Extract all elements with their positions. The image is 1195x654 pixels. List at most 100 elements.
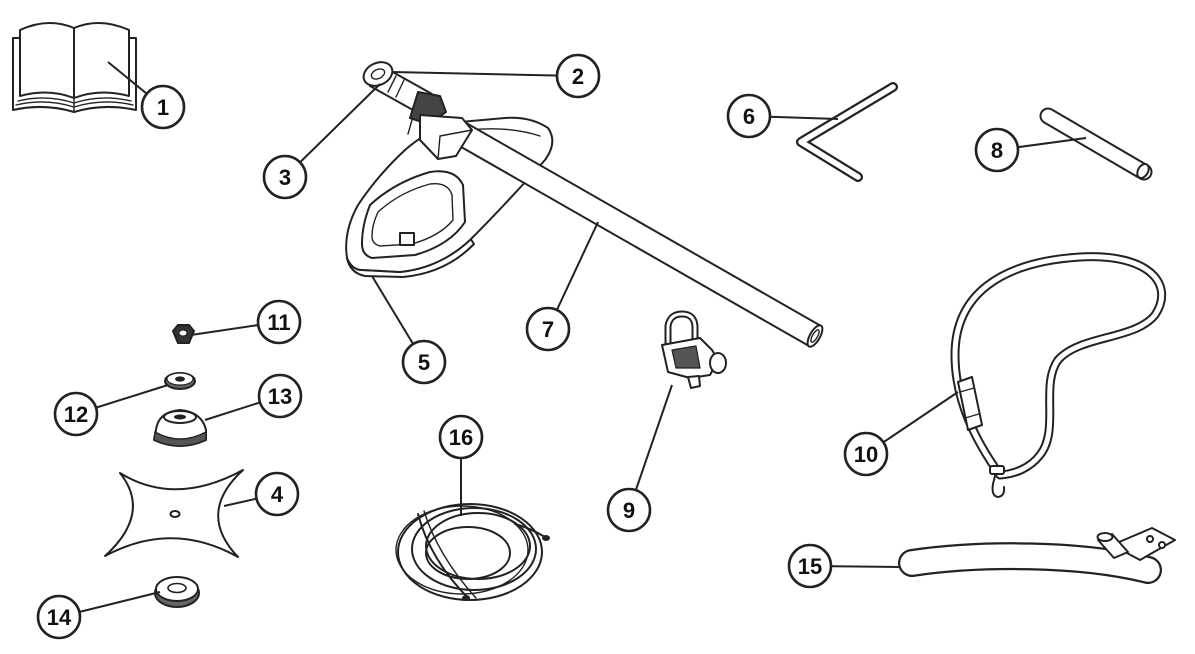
callout-label: 15 xyxy=(798,554,822,579)
callout-2: 2 xyxy=(555,53,601,99)
strap-clip xyxy=(661,310,727,389)
cup-hole xyxy=(174,414,186,420)
handle-pin-cap xyxy=(1096,532,1114,542)
callout-9: 9 xyxy=(606,487,652,533)
callouts: 1 2 3 4 5 6 7 8 xyxy=(36,53,1020,640)
callout-circle xyxy=(257,373,303,419)
callout-label: 8 xyxy=(991,138,1003,163)
lock-washer xyxy=(164,372,196,390)
buckle-bar xyxy=(964,413,980,419)
callout-1: 1 xyxy=(140,84,186,130)
callout-circle xyxy=(256,299,302,345)
nut-hole xyxy=(178,329,188,337)
callout-label: 2 xyxy=(572,64,584,89)
guard-inner-panel xyxy=(371,183,454,247)
bracket-hole xyxy=(1158,541,1166,549)
gear-head xyxy=(362,61,473,160)
knob-center xyxy=(370,68,386,80)
shaft-tube xyxy=(448,119,822,347)
callout-circle xyxy=(843,431,889,477)
callout-label: 16 xyxy=(449,425,473,450)
cable-loop xyxy=(425,526,511,580)
callout-circle xyxy=(36,594,82,640)
callout-7: 7 xyxy=(525,306,571,352)
rod-end xyxy=(1136,163,1150,179)
clip-ring-fill xyxy=(666,312,697,348)
callout-11: 11 xyxy=(256,299,302,345)
block-bolt xyxy=(407,119,413,135)
rod-fill xyxy=(1041,109,1151,179)
locking-rod xyxy=(1039,107,1153,181)
callout-label: 1 xyxy=(157,95,169,120)
callout-circle xyxy=(401,339,447,385)
callout-circle xyxy=(262,154,308,200)
callout-label: 4 xyxy=(271,482,284,507)
bracket-hole xyxy=(1146,535,1154,543)
cable-tie xyxy=(417,513,471,601)
callout-3: 3 xyxy=(262,154,308,200)
strap-hook xyxy=(991,471,1006,498)
gear-head-block xyxy=(419,114,473,160)
clip-knob xyxy=(709,352,727,374)
manual-book xyxy=(12,22,137,113)
guard-tab xyxy=(399,232,415,246)
blade-cup xyxy=(153,409,207,447)
callout-12: 12 xyxy=(53,391,99,437)
buckle-bar xyxy=(959,387,975,393)
hex-key xyxy=(796,82,898,182)
callout-label: 3 xyxy=(279,165,291,190)
callout-circle xyxy=(606,487,652,533)
callout-label: 5 xyxy=(418,350,430,375)
callout-15: 15 xyxy=(787,543,833,589)
cable-terminal xyxy=(462,595,470,601)
book-left-page xyxy=(19,22,75,99)
callout-5: 5 xyxy=(401,339,447,385)
neck-ridge xyxy=(387,75,397,93)
handle-tube-fill xyxy=(900,544,1160,582)
support-washer xyxy=(154,576,200,608)
callout-label: 12 xyxy=(64,402,88,427)
blade-nut xyxy=(171,324,196,344)
callout-14: 14 xyxy=(36,594,82,640)
callout-6: 6 xyxy=(726,93,772,139)
callout-circle xyxy=(438,414,484,460)
strap-band-fill xyxy=(952,254,1165,478)
cup-base-shade xyxy=(153,430,207,447)
washer-hole xyxy=(175,376,185,382)
callout-16: 16 xyxy=(438,414,484,460)
callout-label: 6 xyxy=(743,104,755,129)
cable-end xyxy=(514,523,546,538)
callout-circle xyxy=(974,127,1020,173)
handle-bar xyxy=(898,527,1176,584)
callout-8: 8 xyxy=(974,127,1020,173)
guard-recess xyxy=(361,170,466,259)
callout-circle xyxy=(254,471,300,517)
cutting-blade xyxy=(104,469,244,558)
callout-label: 10 xyxy=(854,442,878,467)
callout-circle xyxy=(525,306,571,352)
callout-circle xyxy=(140,84,186,130)
coiled-cable xyxy=(395,503,550,601)
cable-tie xyxy=(423,510,477,599)
support-washer-hole xyxy=(167,582,187,594)
shoulder-strap xyxy=(950,252,1167,498)
blade-center-hole xyxy=(169,510,181,518)
callout-4: 4 xyxy=(254,471,300,517)
callout-circle xyxy=(726,93,772,139)
block-edge xyxy=(437,129,473,160)
shaft-bore xyxy=(810,329,820,343)
neck-ridge xyxy=(395,79,405,98)
hex-key-fill xyxy=(798,84,896,180)
callout-label: 7 xyxy=(542,317,554,342)
cable-loop xyxy=(411,507,537,591)
callout-circle xyxy=(787,543,833,589)
callout-label: 13 xyxy=(268,384,292,409)
callout-label: 9 xyxy=(623,498,635,523)
clip-tip xyxy=(687,375,701,389)
callout-label: 14 xyxy=(47,605,72,630)
callout-circle xyxy=(555,53,601,99)
strap-hook-ring xyxy=(989,465,1005,475)
callout-13: 13 xyxy=(257,373,303,419)
strap-buckle xyxy=(957,376,983,431)
